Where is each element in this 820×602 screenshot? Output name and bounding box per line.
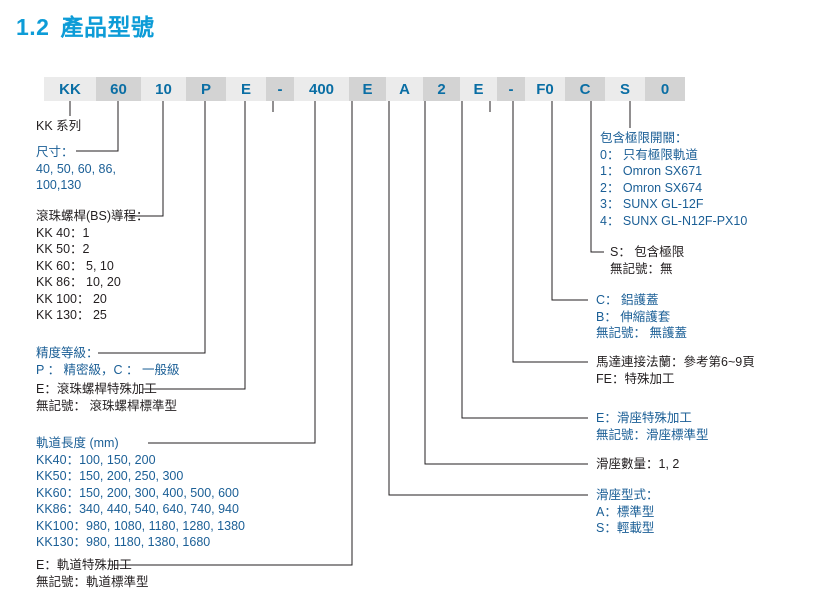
page-title-number: 1.2 — [16, 14, 50, 40]
anno-line: KK130：980, 1180, 1380, 1680 — [36, 535, 211, 549]
anno-line: 無記號： 滾珠螺桿標準型 — [36, 398, 177, 413]
anno-line: KK 50：2 — [36, 242, 90, 256]
page-title-text: 產品型號 — [60, 14, 155, 40]
code-cell-0: KK — [44, 77, 96, 101]
anno-line: 2： Omron SX674 — [600, 180, 703, 195]
anno-ball-screw-lead: 滾珠螺桿(BS)導程： KK 40：1 KK 50：2 KK 60： 5, 10 KK … — [36, 208, 149, 324]
anno-line: 100,130 — [36, 178, 82, 192]
anno-line: 尺寸： — [36, 145, 74, 159]
anno-size: 尺寸： 40, 50, 60, 86, 100,130 — [36, 144, 116, 194]
code-cell-4: E — [226, 77, 266, 101]
anno-line: A：標準型 — [596, 504, 655, 519]
code-cell-11: - — [497, 77, 525, 101]
anno-line: 包含極限開關： — [600, 131, 688, 145]
anno-line: 無記號：無 — [610, 261, 673, 276]
anno-slider-machining: E：滑座特殊加工無記號：滑座標準型 — [596, 410, 709, 443]
code-cell-9: 2 — [423, 77, 460, 101]
anno-line: KK 86： 10, 20 — [36, 275, 121, 289]
anno-line: 1： Omron SX671 — [600, 164, 703, 178]
anno-line: 4： SUNX GL-N12F-PX10 — [600, 213, 748, 228]
anno-line: KK 60： 5, 10 — [36, 258, 114, 273]
anno-line: 無記號：滑座標準型 — [596, 427, 709, 442]
anno-line: 滑座型式： — [596, 488, 659, 502]
anno-line: 軌道長度 (mm) — [36, 436, 119, 450]
anno-line: 馬達連接法蘭：參考第6~9頁 — [596, 355, 755, 369]
anno-limit-included: S： 包含極限無記號：無 — [610, 244, 684, 277]
anno-line: S： 包含極限 — [610, 245, 685, 259]
anno-line: KK86：340, 440, 540, 640, 740, 940 — [36, 502, 239, 516]
anno-line: KK60：150, 200, 300, 400, 500, 600 — [36, 485, 239, 500]
anno-line: 3： SUNX GL-12F — [600, 197, 704, 211]
anno-line: C： 鋁護蓋 — [596, 293, 659, 307]
code-cell-15: 0 — [645, 77, 685, 101]
anno-line: S：輕載型 — [596, 521, 655, 535]
anno-kk-series: KK 系列 — [36, 118, 81, 135]
anno-line: P ： 精密級，C ： 一般級 — [36, 362, 180, 377]
code-cell-5: - — [266, 77, 294, 101]
anno-line: 無記號：軌道標準型 — [36, 574, 149, 589]
anno-line: B： 伸縮護套 — [596, 309, 671, 324]
code-cell-6: 400 — [294, 77, 349, 101]
code-cell-1: 60 — [96, 77, 141, 101]
anno-line: 0： 只有極限軌道 — [600, 147, 698, 162]
anno-line: KK 130： 25 — [36, 308, 107, 322]
page-title: 1.2 產品型號 — [16, 8, 154, 42]
anno-line: KK 40：1 — [36, 225, 90, 240]
anno-line: KK 系列 — [36, 119, 82, 133]
code-cell-14: S — [605, 77, 645, 101]
code-cell-12: F0 — [525, 77, 565, 101]
code-cell-10: E — [460, 77, 497, 101]
anno-cover-type: C： 鋁護蓋 B： 伸縮護套無記號： 無護蓋 — [596, 292, 687, 342]
anno-line: E：滾珠螺桿特殊加工 — [36, 382, 157, 396]
anno-line: 無記號： 無護蓋 — [596, 326, 687, 340]
anno-accuracy-grade: 精度等級： P ： 精密級，C ： 一般級 — [36, 345, 180, 378]
anno-rail-machining: E：軌道特殊加工無記號：軌道標準型 — [36, 557, 149, 590]
anno-line: E：滑座特殊加工 — [596, 411, 692, 425]
code-cell-2: 10 — [141, 77, 186, 101]
anno-line: E：軌道特殊加工 — [36, 558, 132, 572]
code-cell-8: A — [386, 77, 423, 101]
anno-line: FE：特殊加工 — [596, 371, 675, 386]
code-cell-13: C — [565, 77, 605, 101]
anno-slider-type: 滑座型式： A：標準型 S：輕載型 — [596, 487, 659, 537]
anno-line: KK50：150, 200, 250, 300 — [36, 469, 184, 483]
code-cell-7: E — [349, 77, 386, 101]
code-cell-3: P — [186, 77, 226, 101]
anno-slider-count: 滑座數量：1, 2 — [596, 456, 679, 473]
anno-line: 精度等級： — [36, 346, 99, 360]
anno-line: 滾珠螺桿(BS)導程： — [36, 209, 149, 223]
anno-line: 40, 50, 60, 86, — [36, 161, 116, 176]
anno-line: 滑座數量：1, 2 — [596, 457, 680, 471]
anno-line: KK 100： 20 — [36, 291, 107, 306]
anno-ball-screw-machining: E：滾珠螺桿特殊加工無記號： 滾珠螺桿標準型 — [36, 381, 177, 414]
anno-motor-flange: 馬達連接法蘭：參考第6~9頁 FE：特殊加工 — [596, 354, 755, 387]
anno-line: KK40：100, 150, 200 — [36, 452, 156, 467]
anno-line: KK100：980, 1080, 1180, 1280, 1380 — [36, 518, 245, 533]
anno-limit-switch: 包含極限開關： 0： 只有極限軌道 1： Omron SX671 2： Omron S… — [600, 130, 747, 229]
